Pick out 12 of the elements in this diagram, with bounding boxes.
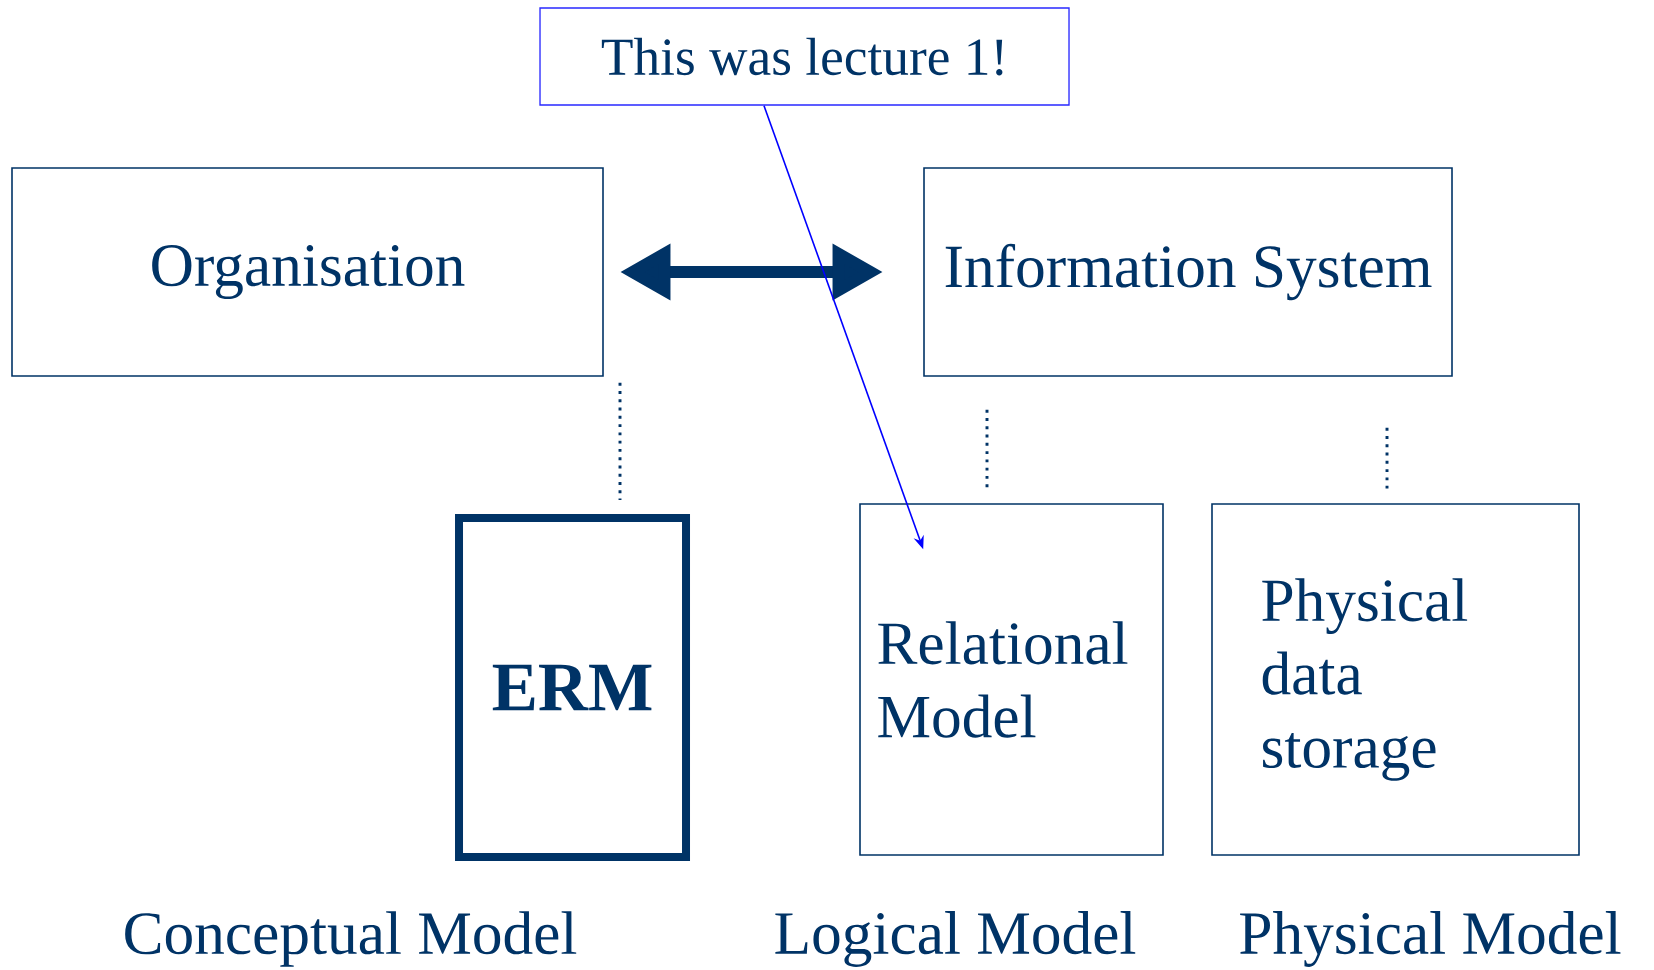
dotted-line — [985, 409, 989, 490]
axis-label: Physical Model — [1240, 911, 1621, 967]
callout-box: This was lecture 1! — [539, 7, 1070, 106]
axis-label: Logical Model — [775, 911, 1136, 967]
process-box: Organisation — [11, 167, 604, 377]
axis-label: Conceptual Model — [125, 911, 577, 967]
process-box: Relational Model — [859, 503, 1164, 856]
process-box: Physical data storage — [1211, 503, 1580, 856]
dotted-line — [1385, 427, 1389, 490]
process-box: ERM — [455, 514, 690, 861]
process-box: Information System — [923, 167, 1453, 377]
dotted-line — [618, 382, 622, 500]
